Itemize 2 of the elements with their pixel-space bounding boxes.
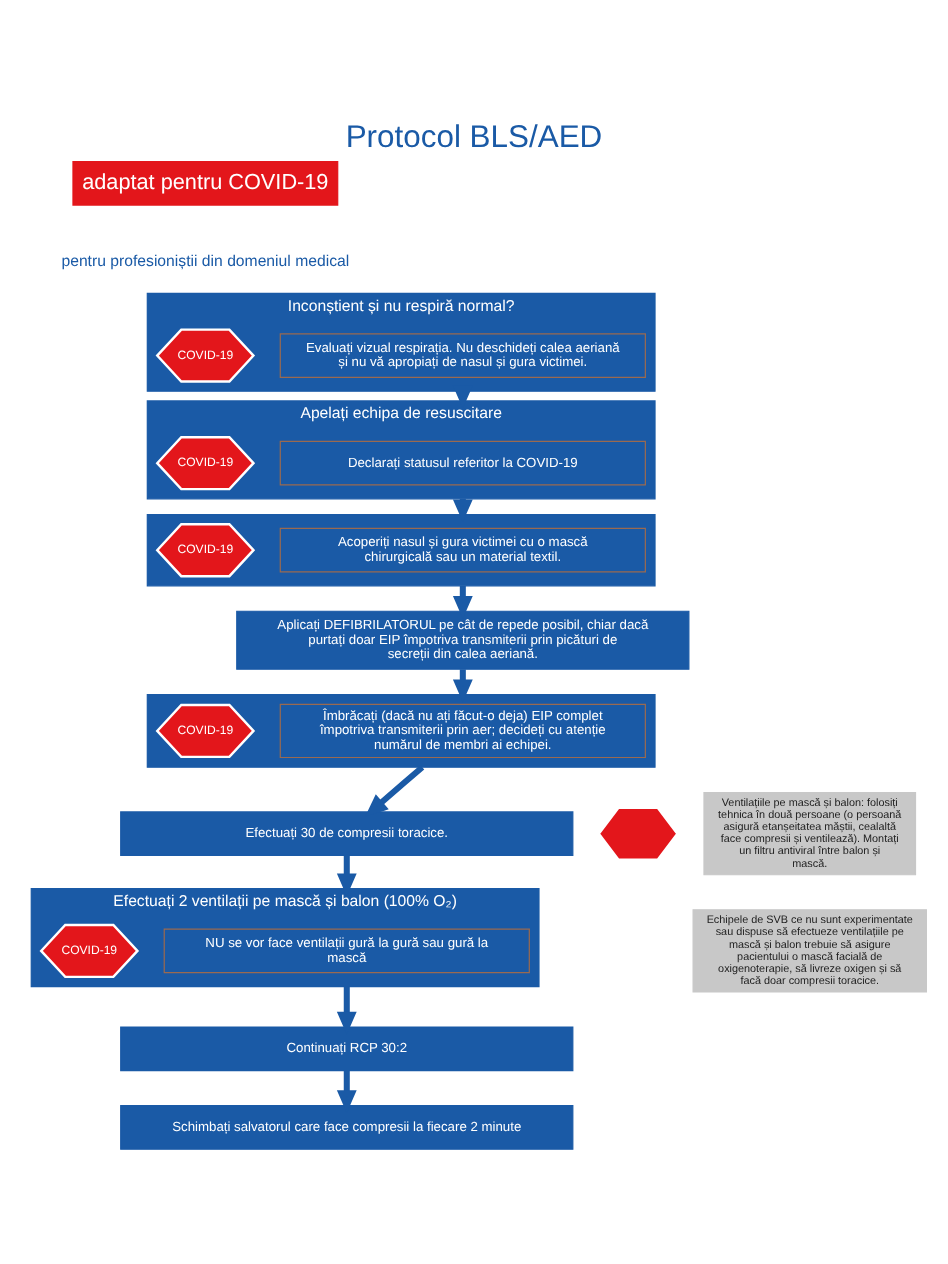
label: adaptat pentru COVID-19: [82, 169, 329, 194]
diagram-title: Protocol BLS/AED: [345, 119, 603, 154]
